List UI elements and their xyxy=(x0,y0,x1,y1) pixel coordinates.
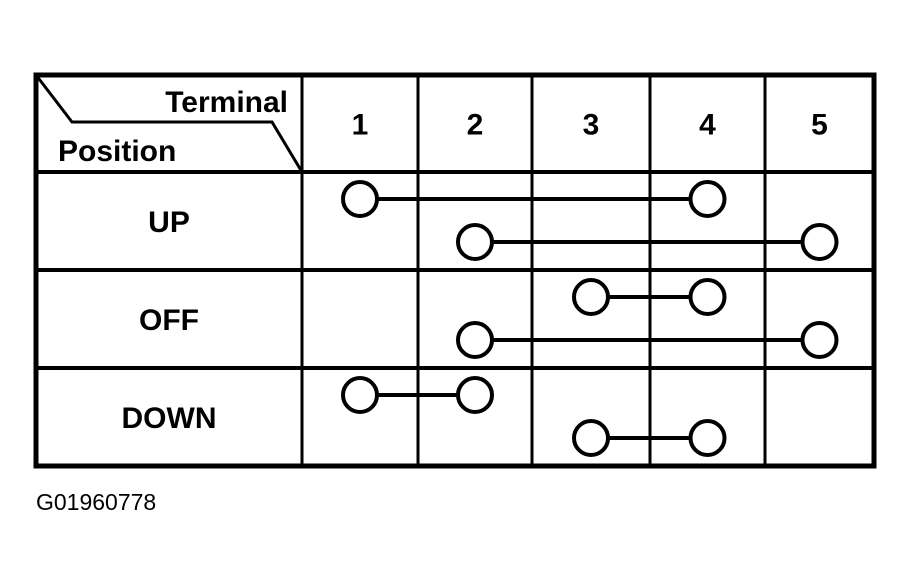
position-axis-label: Position xyxy=(58,135,176,168)
terminal-node-4 xyxy=(688,419,727,457)
column-header-group: 1 2 3 4 5 xyxy=(352,109,828,142)
terminal-node-1 xyxy=(341,376,379,414)
continuity-group xyxy=(341,180,839,457)
continuity-pair-up-1-4 xyxy=(341,180,727,218)
continuity-pair-down-1-2 xyxy=(341,376,494,414)
terminal-node-4 xyxy=(688,278,727,316)
header-diagonal-divider xyxy=(34,74,304,173)
column-header-2: 2 xyxy=(467,109,484,142)
column-header-1: 1 xyxy=(352,109,369,142)
continuity-pair-up-2-5 xyxy=(456,223,839,261)
terminal-node-5 xyxy=(800,223,839,261)
terminal-node-2 xyxy=(456,321,494,359)
continuity-pair-off-2-5 xyxy=(456,321,839,359)
terminal-node-3 xyxy=(572,278,610,316)
continuity-pair-down-3-4 xyxy=(572,419,727,457)
column-header-4: 4 xyxy=(699,109,716,142)
column-header-3: 3 xyxy=(583,109,600,142)
row-separators xyxy=(36,170,874,370)
figure-caption: G01960778 xyxy=(36,489,156,515)
terminal-node-2 xyxy=(456,376,494,414)
column-header-5: 5 xyxy=(811,109,828,142)
terminal-node-3 xyxy=(572,419,610,457)
terminal-node-1 xyxy=(341,180,379,218)
row-header-off: OFF xyxy=(139,304,199,337)
continuity-pair-off-3-4 xyxy=(572,278,727,316)
terminal-node-2 xyxy=(456,223,494,261)
terminal-node-4 xyxy=(688,180,727,218)
row-header-group: UP OFF DOWN xyxy=(122,206,217,435)
terminal-axis-label: Terminal xyxy=(165,86,288,119)
row-header-up: UP xyxy=(148,206,190,239)
terminal-node-5 xyxy=(800,321,839,359)
row-header-down: DOWN xyxy=(122,402,217,435)
